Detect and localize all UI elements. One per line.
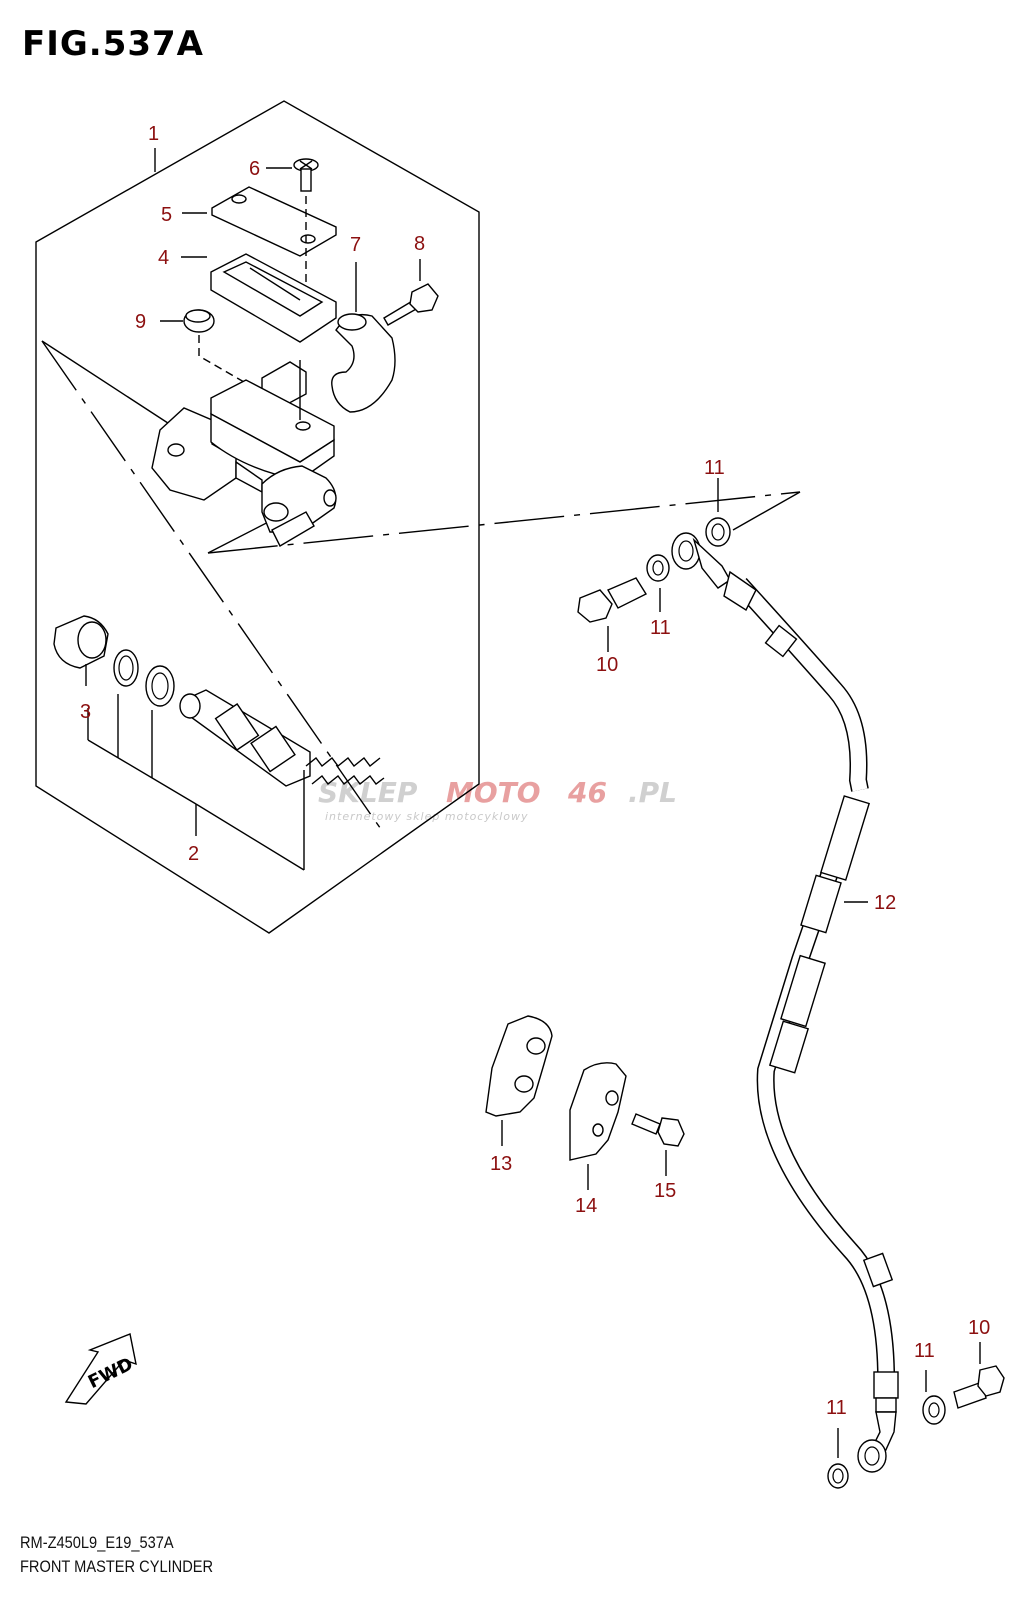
master-cylinder-body (151, 360, 337, 547)
holder-14 (569, 1062, 627, 1190)
axis-plug (198, 335, 245, 383)
upper-banjo-fittings (646, 478, 731, 612)
holder-13 (485, 1015, 553, 1146)
figure-title: FIG.537A (22, 24, 204, 64)
bolt-15 (631, 1113, 685, 1176)
clamp-7 (331, 262, 396, 413)
lower-banjo-fittings (827, 1342, 1005, 1489)
callout-4: 4 (158, 247, 169, 269)
callout-7: 7 (350, 234, 361, 256)
callout-11-lower-left: 11 (826, 1397, 847, 1419)
piston-set (53, 615, 385, 787)
diagram-name: FRONT MASTER CYLINDER (20, 1557, 214, 1576)
callout-8: 8 (414, 233, 425, 255)
callout-9: 9 (135, 311, 146, 333)
watermark-main-d: .PL (628, 776, 677, 809)
watermark-main-b: MOTO (446, 776, 541, 809)
callout-2: 2 (188, 843, 199, 865)
plug-9 (183, 309, 215, 333)
callout-6: 6 (249, 158, 260, 180)
callout-14: 14 (575, 1195, 597, 1217)
callout-11-lower-right: 11 (914, 1340, 935, 1362)
screw-6 (293, 158, 319, 192)
brake-hose-12 (723, 570, 899, 1473)
callout-11-upper: 11 (650, 617, 671, 639)
callout-12: 12 (874, 892, 896, 914)
bolt-8 (383, 259, 439, 326)
watermark-sub: internetowy sklep motocyklowy (325, 810, 529, 823)
diagram-code: RM-Z450L9_E19_537A (20, 1533, 174, 1552)
callout-15: 15 (654, 1180, 676, 1202)
callout-10-lower: 10 (968, 1317, 990, 1339)
fwd-arrow-icon: FWD (64, 1333, 137, 1405)
callout-1: 1 (148, 123, 159, 145)
diaphragm-plate-4 (210, 253, 337, 343)
projection-lines (41, 340, 801, 836)
callout-5: 5 (161, 204, 172, 226)
watermark-main-a: SKLEP (318, 776, 418, 809)
reservoir-cap-5 (211, 186, 337, 257)
callout-13: 13 (490, 1153, 512, 1175)
callout-3: 3 (80, 701, 91, 723)
watermark: SKLEP MOTO 46 .PL internetowy sklep moto… (318, 776, 677, 823)
banjo-bolt-10-upper (577, 577, 648, 652)
callout-labels: 1 2 3 4 5 6 7 8 9 10 10 11 11 11 11 12 1… (80, 123, 990, 1419)
leaders-2-3 (85, 664, 305, 871)
watermark-main-c: 46 (567, 776, 607, 809)
assembly-outline (35, 100, 480, 934)
callout-11-top: 11 (704, 457, 725, 479)
callout-10-upper: 10 (596, 654, 618, 676)
